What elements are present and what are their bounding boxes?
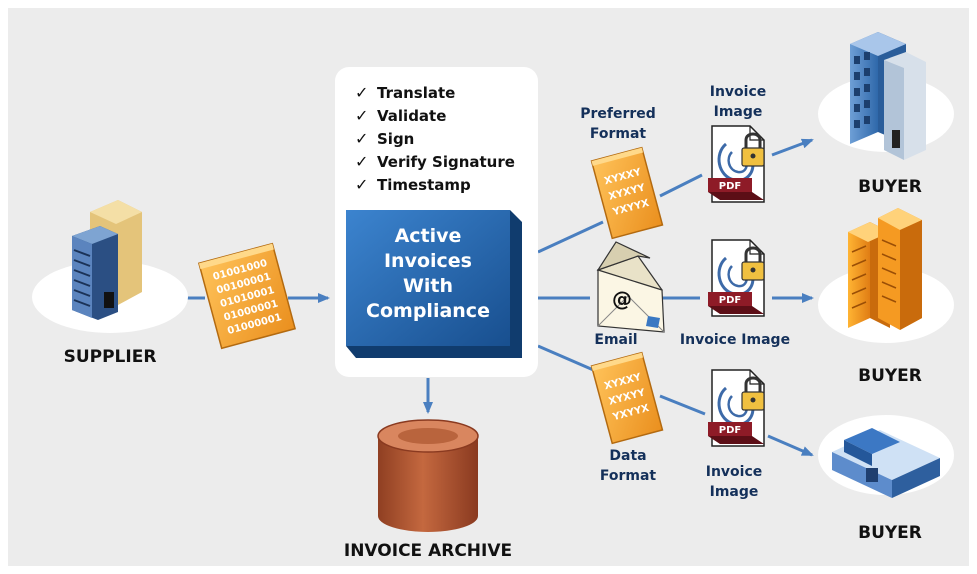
email-label: Email bbox=[594, 332, 637, 348]
checklist-item-timestamp: Timestamp bbox=[377, 176, 471, 194]
email-envelope-icon: @ bbox=[596, 241, 665, 333]
arrow-top-branch-2 bbox=[659, 173, 703, 198]
checklist-item-validate: Validate bbox=[377, 107, 446, 125]
data-format-label-line-2: Format bbox=[600, 468, 657, 484]
at-symbol: @ bbox=[612, 287, 632, 311]
checklist: ✓ Translate ✓ Validate ✓ Sign ✓ Verify S… bbox=[355, 83, 515, 194]
checklist-item-verify-signature: Verify Signature bbox=[377, 153, 515, 171]
invoice-image-label-line-1: Invoice bbox=[706, 464, 763, 480]
arrow-bot-branch-1 bbox=[537, 344, 599, 374]
compliance-box-line-1: Active bbox=[395, 225, 462, 247]
compliance-box-line-3: With bbox=[403, 275, 453, 297]
invoice-archive-label: INVOICE ARCHIVE bbox=[344, 541, 512, 561]
buyer-node-2: BUYER bbox=[818, 208, 954, 386]
checkmark-icon: ✓ bbox=[355, 152, 368, 171]
buyer-label: BUYER bbox=[858, 366, 922, 386]
pdf-label: PDF bbox=[719, 425, 741, 436]
data-format-label-line-1: Data bbox=[609, 448, 646, 464]
invoice-archive-node: INVOICE ARCHIVE bbox=[344, 419, 512, 561]
data-document-icon: XYXXY XYXYY YXYYX bbox=[590, 351, 664, 445]
checkmark-icon: ✓ bbox=[355, 129, 368, 148]
channel-bottom: XYXXY XYXYY YXYYX Data Format PDF Invoic… bbox=[590, 351, 766, 500]
invoice-image-label: Invoice Image bbox=[680, 332, 790, 348]
supplier-node: SUPPLIER bbox=[32, 200, 188, 367]
checklist-item-sign: Sign bbox=[377, 130, 414, 148]
flow-arrows bbox=[182, 138, 814, 457]
checkmark-icon: ✓ bbox=[355, 83, 368, 102]
pdf-document-icon: PDF bbox=[706, 368, 766, 448]
invoice-image-label-line-1: Invoice bbox=[710, 84, 767, 100]
arrow-top-branch-3 bbox=[771, 138, 814, 157]
invoice-image-label-line-2: Image bbox=[710, 484, 759, 500]
supplier-label: SUPPLIER bbox=[64, 347, 157, 367]
arrow-bot-branch-3 bbox=[767, 434, 814, 457]
pdf-document-icon: PDF bbox=[706, 238, 766, 318]
office-building-icon bbox=[848, 208, 922, 330]
channel-middle: @ Email PDF Invoice Image bbox=[594, 238, 790, 348]
invoice-image-label-line-2: Image bbox=[714, 104, 763, 120]
pdf-label: PDF bbox=[719, 295, 741, 306]
supplier-building-icon bbox=[72, 200, 142, 320]
buyer-node-3: BUYER bbox=[818, 415, 954, 543]
warehouse-building-icon bbox=[832, 428, 940, 498]
pdf-label: PDF bbox=[719, 181, 741, 192]
buyer-label: BUYER bbox=[858, 177, 922, 197]
compliance-box: Active Invoices With Compliance bbox=[346, 210, 522, 358]
buyer-label: BUYER bbox=[858, 523, 922, 543]
database-cylinder-icon bbox=[377, 419, 479, 532]
binary-document-icon: 01001000 00100001 01010001 01000001 0100… bbox=[197, 242, 297, 350]
office-building-icon bbox=[850, 32, 926, 160]
preferred-format-label-line-1: Preferred bbox=[580, 106, 656, 122]
channel-top: Preferred Format XYXXY XYXYY YXYYX Invoi… bbox=[580, 84, 767, 240]
arrow-top-branch-1 bbox=[537, 220, 604, 254]
preferred-format-label-line-2: Format bbox=[590, 126, 647, 142]
processing-panel: ✓ Translate ✓ Validate ✓ Sign ✓ Verify S… bbox=[335, 67, 538, 377]
compliance-box-line-2: Invoices bbox=[384, 250, 472, 272]
checkmark-icon: ✓ bbox=[355, 106, 368, 125]
pdf-document-icon: PDF bbox=[706, 124, 766, 204]
buyer-node-1: BUYER bbox=[818, 32, 954, 197]
compliance-box-line-4: Compliance bbox=[366, 300, 490, 322]
data-document-icon: XYXXY XYXYY YXYYX bbox=[590, 146, 664, 240]
arrow-bot-branch-2 bbox=[659, 394, 706, 416]
checklist-item-translate: Translate bbox=[377, 84, 455, 102]
checkmark-icon: ✓ bbox=[355, 175, 368, 194]
